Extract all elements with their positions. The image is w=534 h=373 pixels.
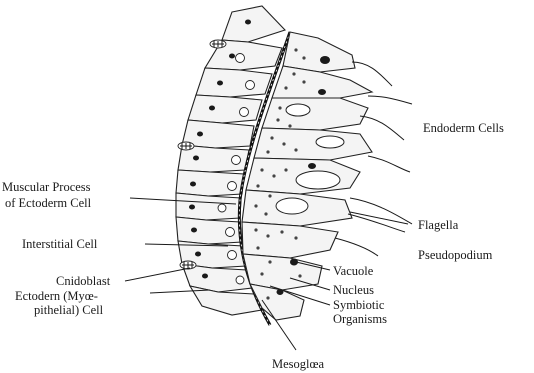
label-symbiotic-line2: Organisms: [333, 312, 387, 326]
label-nucleus: Nucleus: [333, 283, 374, 297]
label-interstitial-cell: Interstitial Cell: [22, 237, 98, 251]
label-endoderm-cells: Endoderm Cells: [423, 121, 504, 135]
label-pseudopodium: Pseudopodium: [418, 248, 493, 262]
label-ectoderm-line1: Ectodern (Myœ-: [15, 289, 98, 303]
label-symbiotic-line1: Symbiotic: [333, 298, 385, 312]
label-vacuole: Vacuole: [333, 264, 374, 278]
label-flagella: Flagella: [418, 218, 459, 232]
label-muscular-process-line1: Muscular Process: [2, 180, 91, 194]
label-muscular-process-line2: of Ectoderm Cell: [5, 196, 92, 210]
label-ectoderm-line2: pithelial) Cell: [34, 303, 104, 317]
label-cnidoblast: Cnidoblast: [56, 274, 111, 288]
label-mesogloea: Mesoglœa: [272, 357, 325, 371]
